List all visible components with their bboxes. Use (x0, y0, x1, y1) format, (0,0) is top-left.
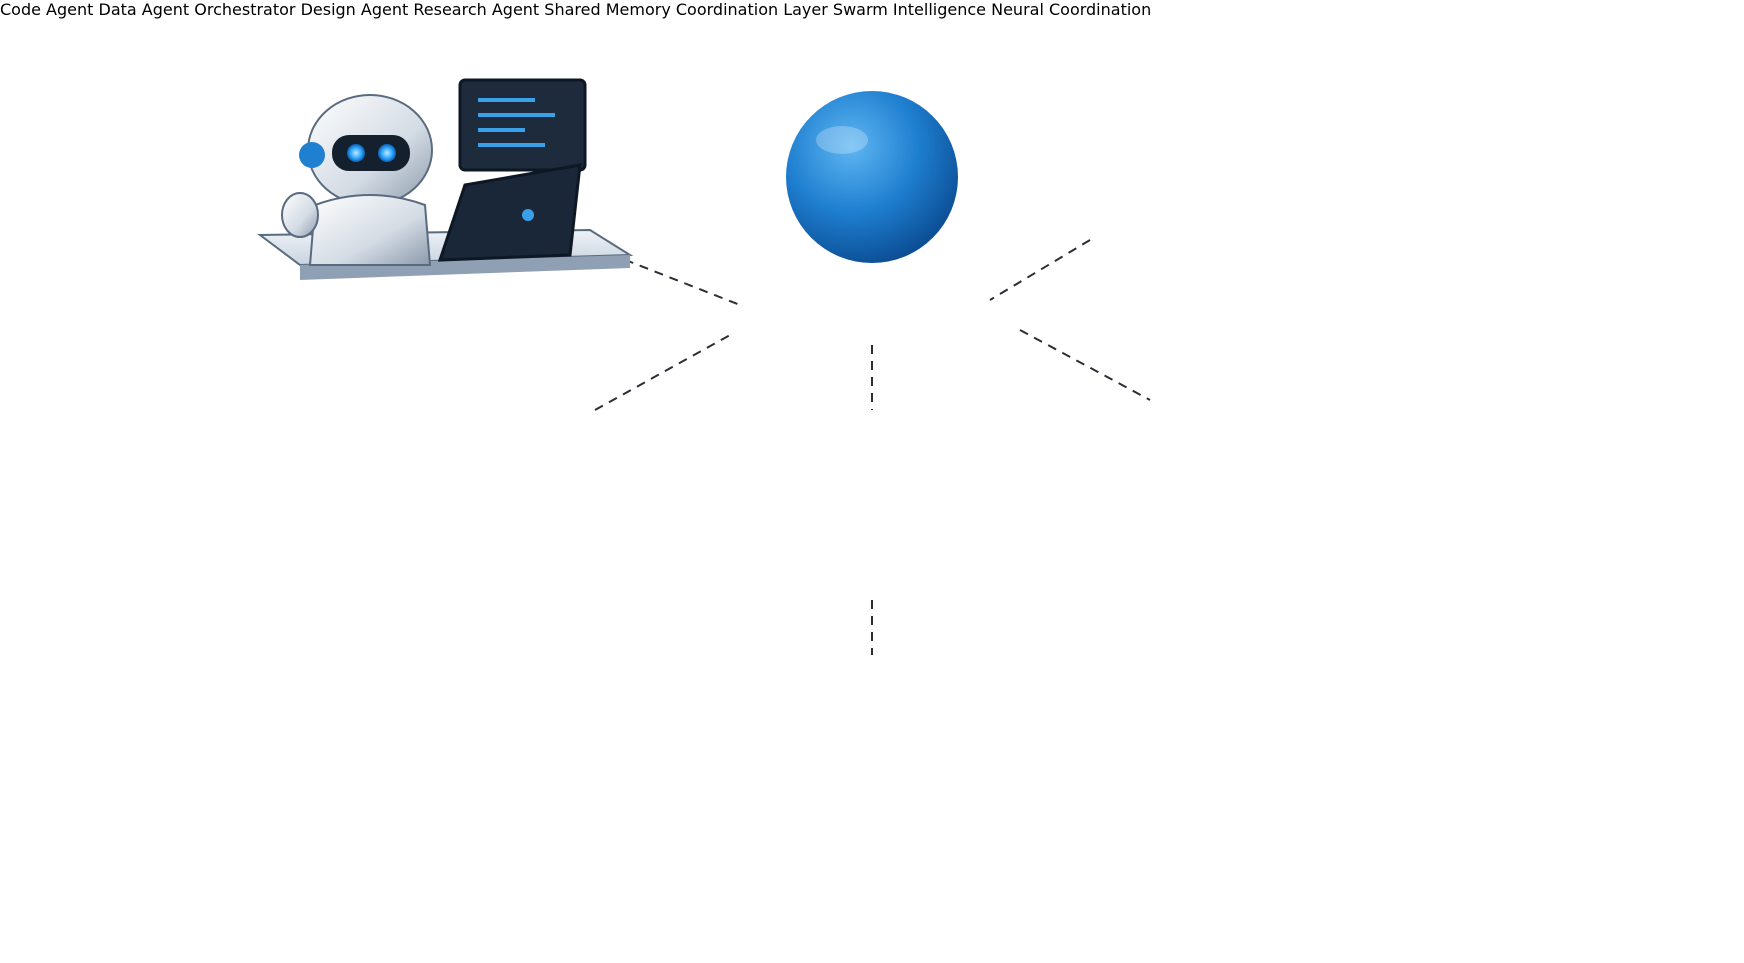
label-shared-memory: Shared Memory (544, 0, 671, 19)
label-research-agent: Research Agent (413, 0, 540, 19)
label-code-agent: Code Agent (0, 0, 94, 19)
label-coordination-layer: Coordination Layer (675, 0, 828, 19)
connector-design-agent (594, 334, 731, 411)
label-orchestrator: Orchestrator (194, 0, 296, 19)
connector-lines (594, 239, 1151, 655)
label-swarm-intelligence: Swarm Intelligence (832, 0, 987, 19)
connector-research-agent (1019, 329, 1151, 401)
robot-laptop-code-icon (257, 78, 634, 280)
connector-data-agent (989, 239, 1091, 301)
sphere-icon (786, 91, 958, 263)
label-design-agent: Design Agent (300, 0, 409, 19)
connector-code-agent (594, 247, 741, 306)
label-neural-coordination: Neural Coordination (991, 0, 1152, 19)
label-data-agent: Data Agent (98, 0, 190, 19)
